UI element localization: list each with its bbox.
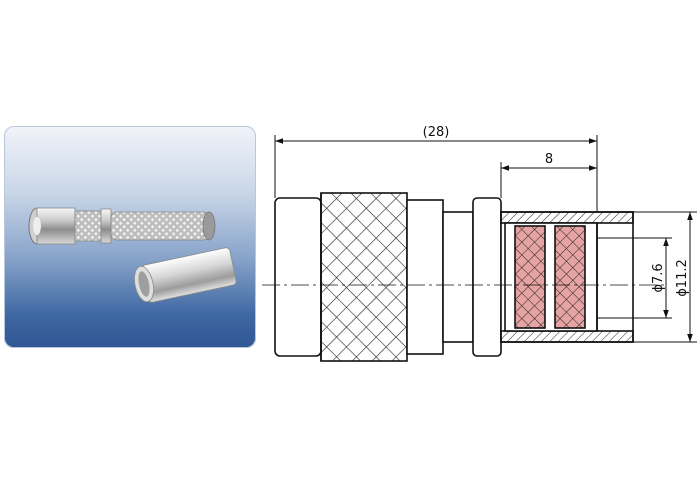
crimp-knurl-ring-2	[554, 225, 586, 329]
dimension-inner-diameter	[597, 237, 672, 319]
connector-body-photo	[28, 207, 216, 245]
connector-product-photo	[28, 207, 237, 303]
body-neck	[442, 211, 474, 343]
body-ring	[406, 199, 444, 355]
overall-length-label: (28)	[423, 125, 450, 140]
dimension-overall-length	[274, 135, 598, 212]
dimension-outer-diameter	[633, 211, 697, 343]
crimp-sleeve-photo	[134, 247, 237, 303]
product-photo-panel	[4, 126, 256, 348]
body-flange	[472, 197, 502, 357]
crimp-length-label: 8	[545, 152, 553, 167]
knurled-coupling-nut	[320, 192, 408, 362]
dimension-crimp-length	[500, 162, 597, 198]
crimp-knurl-ring-1	[514, 225, 546, 329]
outer-diameter-label: ϕ11.2	[675, 259, 690, 297]
connector-outline	[274, 192, 634, 362]
inner-diameter-label: ϕ7.6	[651, 263, 666, 292]
